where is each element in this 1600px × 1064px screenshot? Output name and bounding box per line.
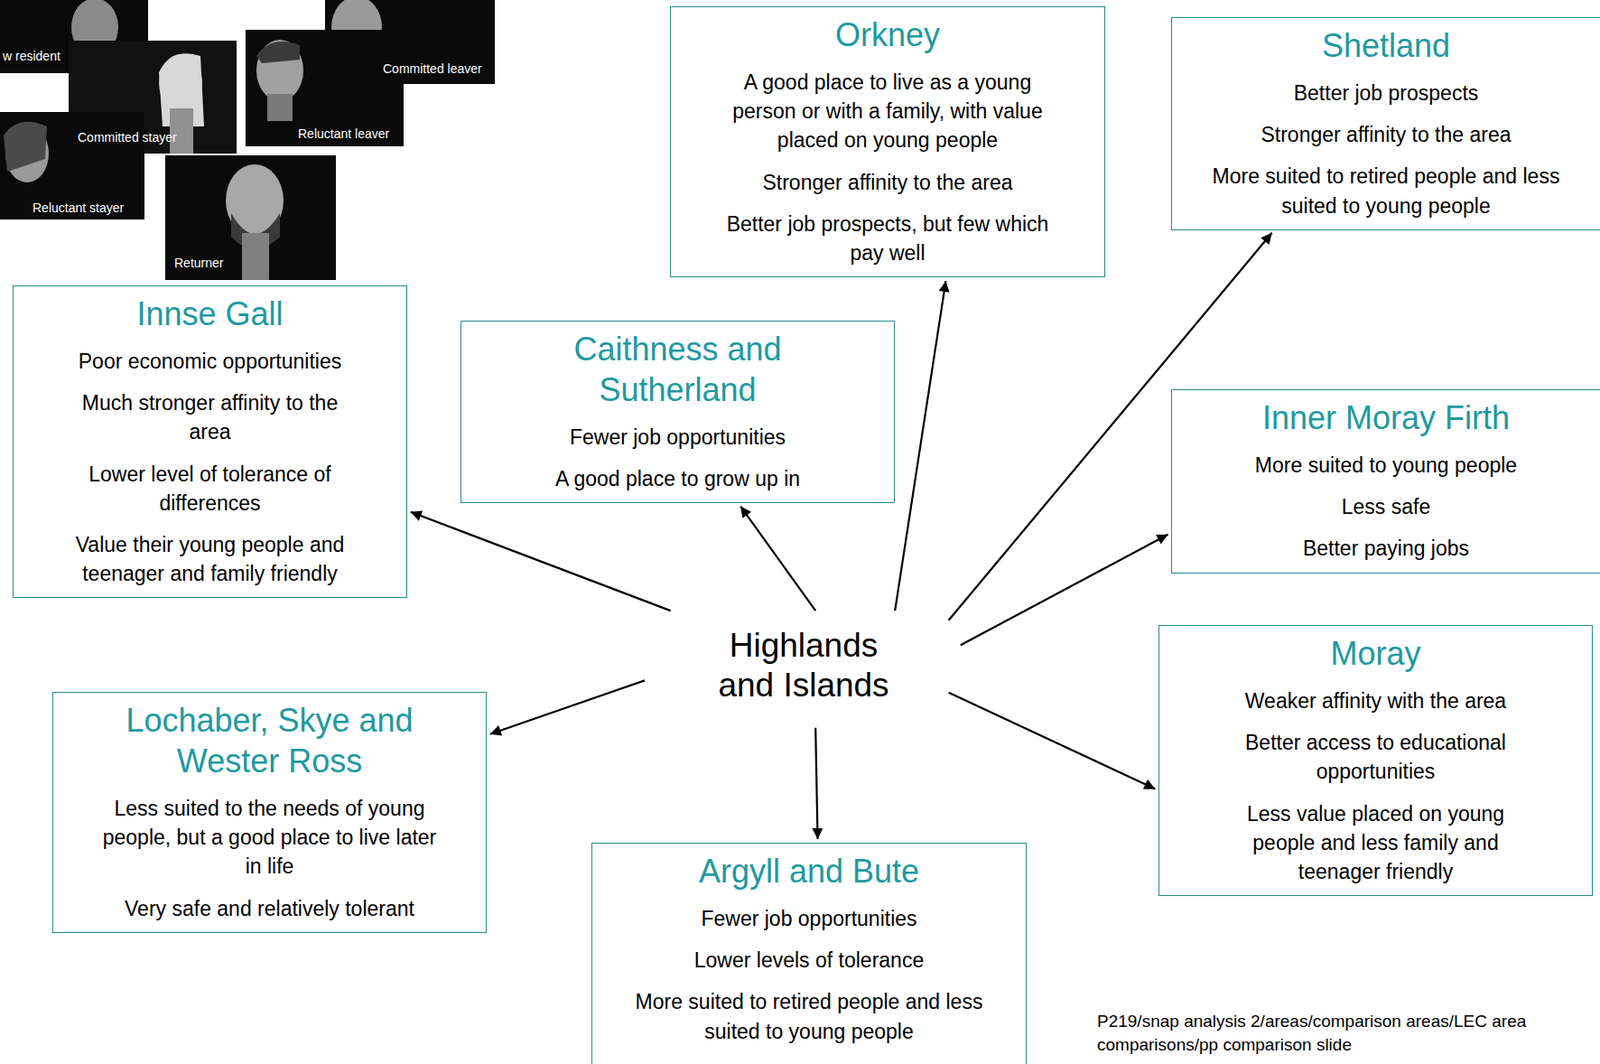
photo-caption: Committed stayer xyxy=(77,130,177,146)
region-box: Caithness and SutherlandFewer job opport… xyxy=(460,320,895,503)
region-heading: Moray xyxy=(1170,632,1582,674)
region-heading: Inner Moray Firth xyxy=(1182,397,1590,438)
region-point: Stronger affinity to the area xyxy=(716,167,1060,197)
hub-label: Highlands and Islands xyxy=(704,625,903,707)
portrait-photo xyxy=(68,40,237,154)
region-point: Fewer job opportunities xyxy=(632,903,986,933)
region-heading: Caithness and Sutherland xyxy=(533,328,823,410)
hub-title: Highlands and Islands xyxy=(704,625,903,707)
region-point: Much stronger affinity to the area xyxy=(61,388,360,447)
arrow-connector xyxy=(490,679,645,734)
connector-group xyxy=(410,232,1273,839)
region-point: Fewer job opportunities xyxy=(506,422,850,452)
region-point: A good place to live as a young person o… xyxy=(716,67,1060,156)
arrow-connector xyxy=(815,727,818,839)
region-point: More suited to young people xyxy=(1209,450,1563,480)
photo-caption: Committed leaver xyxy=(382,61,483,77)
region-box: Inner Moray FirthMore suited to young pe… xyxy=(1171,389,1600,574)
portrait-photo xyxy=(245,29,404,147)
region-point: A good place to grow up in xyxy=(506,464,850,494)
photo-caption: w resident xyxy=(2,48,61,65)
region-point: Stronger affinity to the area xyxy=(1209,120,1563,149)
region-heading: Lochaber, Skye and Wester Ross xyxy=(98,699,442,782)
region-point: More suited to retired people and less s… xyxy=(1209,161,1563,220)
region-point: Very safe and relatively tolerant xyxy=(93,893,447,923)
region-point: Poor economic opportunities xyxy=(61,346,360,376)
portrait-photo xyxy=(165,155,336,280)
region-box: ShetlandBetter job prospectsStronger aff… xyxy=(1171,17,1600,231)
region-point: Value their young people and teenager an… xyxy=(61,530,360,588)
photo-caption: Reluctant leaver xyxy=(297,126,390,142)
file-path-note: P219/snap analysis 2/areas/comparison ar… xyxy=(1097,1009,1594,1056)
region-heading: Shetland xyxy=(1182,25,1590,66)
region-heading: Innse Gall xyxy=(24,293,396,335)
region-point: Less value placed on young people and le… xyxy=(1218,799,1535,887)
region-box: Lochaber, Skye and Wester RossLess suite… xyxy=(52,691,487,933)
region-point: Better paying jobs xyxy=(1209,533,1563,563)
arrow-connector xyxy=(740,506,816,612)
region-heading: Orkney xyxy=(681,14,1094,56)
region-point: Better job prospects, but few which pay … xyxy=(716,209,1060,268)
arrow-connector xyxy=(948,692,1156,790)
region-box: Orkney A good place to live as a young pe… xyxy=(669,6,1106,278)
arrow-connector xyxy=(948,232,1273,621)
region-point: Less suited to the needs of young people… xyxy=(93,793,447,882)
arrow-connector xyxy=(960,534,1169,646)
region-box: Argyll and ButeFewer job opportunitiesLo… xyxy=(591,842,1027,1064)
region-heading: Argyll and Bute xyxy=(603,850,1015,892)
region-box: MorayWeaker affinity with the areaBetter… xyxy=(1158,624,1593,896)
region-box: Innse GallPoor economic opportunitiesMuc… xyxy=(12,285,408,598)
region-point: More suited to retired people and less s… xyxy=(632,986,986,1045)
arrow-connector xyxy=(410,511,671,611)
region-point: Better job prospects xyxy=(1209,78,1563,108)
portrait-photo xyxy=(0,111,145,220)
region-point: Lower levels of tolerance xyxy=(632,945,986,975)
region-point: Lower level of tolerance of differences xyxy=(61,459,360,518)
arrow-connector xyxy=(894,280,946,611)
photo-caption: Returner xyxy=(174,255,224,271)
region-point: Less safe xyxy=(1209,492,1563,521)
region-point: Better access to educational opportuniti… xyxy=(1218,727,1535,786)
photo-caption: Reluctant stayer xyxy=(32,200,124,216)
region-point: Weaker affinity with the area xyxy=(1218,686,1535,716)
